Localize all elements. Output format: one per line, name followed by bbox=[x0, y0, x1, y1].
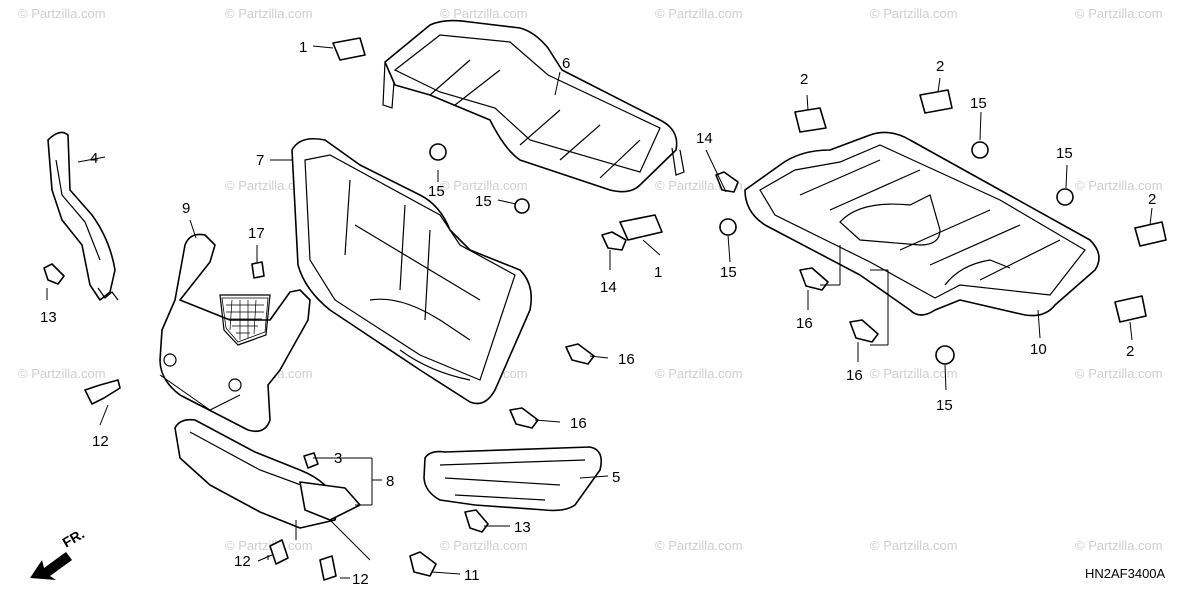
callout-label: 16 bbox=[846, 367, 863, 384]
bolt-icon bbox=[601, 231, 627, 251]
callout-label: 17 bbox=[248, 225, 265, 242]
watermark-text: © Partzilla.com bbox=[870, 538, 958, 553]
callout-label: 1 bbox=[299, 39, 307, 56]
rubber-pad-icon bbox=[1134, 221, 1167, 247]
bolt-icon bbox=[565, 343, 595, 365]
callout-label: 11 bbox=[464, 567, 480, 584]
bolt-icon bbox=[464, 509, 489, 533]
direction-label: FR. bbox=[60, 525, 88, 550]
flange-nut-icon bbox=[514, 198, 530, 214]
callout-label: 15 bbox=[428, 183, 445, 200]
flange-nut-icon bbox=[971, 141, 989, 159]
callout-label: 12 bbox=[234, 553, 251, 570]
watermark-text: © Partzilla.com bbox=[225, 6, 313, 21]
bolt-icon bbox=[251, 261, 265, 279]
callout-label: 15 bbox=[475, 193, 492, 210]
callout-label: 12 bbox=[92, 433, 109, 450]
flange-nut-icon bbox=[935, 345, 955, 365]
front-lower-cover bbox=[159, 233, 311, 433]
front-carrier-rack bbox=[382, 19, 685, 193]
callout-label: 10 bbox=[1030, 341, 1047, 358]
bolt-icon bbox=[799, 267, 829, 291]
callout-label: 3 bbox=[334, 450, 342, 467]
watermark-text: © Partzilla.com bbox=[1075, 538, 1163, 553]
callout-label: 15 bbox=[936, 397, 953, 414]
callout-numbers: 1 1 2 2 2 2 3 4 5 6 7 8 9 10 11 12 12 12… bbox=[40, 39, 1156, 588]
front-direction-arrow: FR. bbox=[30, 525, 87, 580]
watermark-text: © Partzilla.com bbox=[655, 366, 743, 381]
flange-nut-icon bbox=[429, 143, 447, 161]
rubber-pad-icon bbox=[919, 89, 953, 114]
rubber-pad-icon bbox=[1114, 295, 1147, 323]
bolt-icon bbox=[43, 263, 65, 285]
callout-label: 2 bbox=[1126, 343, 1134, 360]
arrow-icon bbox=[30, 552, 72, 580]
callout-label: 8 bbox=[386, 473, 394, 490]
callout-label: 15 bbox=[1056, 145, 1073, 162]
callout-label: 15 bbox=[720, 264, 737, 281]
bolt-icon bbox=[269, 539, 289, 565]
watermark-text: © Partzilla.com bbox=[440, 178, 528, 193]
side-guard-panel bbox=[47, 131, 119, 301]
front-bumper bbox=[291, 137, 533, 405]
watermark-text: © Partzilla.com bbox=[225, 538, 313, 553]
bolt-icon bbox=[715, 171, 739, 193]
callout-label: 12 bbox=[352, 571, 369, 588]
callout-label: 2 bbox=[1148, 191, 1156, 208]
hardware-group bbox=[43, 37, 1167, 581]
diagram-code: HN2AF3400A bbox=[1085, 566, 1166, 581]
watermark-text: © Partzilla.com bbox=[18, 366, 106, 381]
callout-label: 14 bbox=[600, 279, 617, 296]
side-cover bbox=[423, 446, 603, 512]
skid-plate bbox=[174, 418, 361, 529]
callout-label: 6 bbox=[562, 55, 570, 72]
flange-nut-icon bbox=[719, 218, 737, 236]
bolt-icon bbox=[319, 555, 337, 581]
watermark-text: © Partzilla.com bbox=[1075, 6, 1163, 21]
bolt-icon bbox=[409, 551, 437, 577]
watermark-text: © Partzilla.com bbox=[1075, 178, 1163, 193]
callout-label: 1 bbox=[654, 264, 662, 281]
callout-label: 15 bbox=[970, 95, 987, 112]
bolt-icon bbox=[509, 407, 539, 429]
callout-label: 13 bbox=[514, 519, 531, 536]
callout-label: 16 bbox=[796, 315, 813, 332]
watermark-text: © Partzilla.com bbox=[18, 6, 106, 21]
bolt-icon bbox=[849, 319, 879, 343]
watermark-text: © Partzilla.com bbox=[225, 178, 313, 193]
callout-label: 13 bbox=[40, 309, 57, 326]
watermark-text: © Partzilla.com bbox=[655, 538, 743, 553]
callout-label: 2 bbox=[800, 71, 808, 88]
clip-icon bbox=[303, 452, 319, 469]
rubber-pad-icon bbox=[794, 107, 827, 133]
rear-carrier-rack bbox=[744, 131, 1100, 317]
watermark-text: © Partzilla.com bbox=[440, 538, 528, 553]
bolt-icon bbox=[84, 379, 121, 405]
callout-label: 14 bbox=[696, 130, 713, 147]
watermark-text: © Partzilla.com bbox=[870, 6, 958, 21]
grille-mesh bbox=[221, 297, 269, 343]
watermark-text: © Partzilla.com bbox=[870, 366, 958, 381]
callout-label: 9 bbox=[182, 200, 190, 217]
callout-label: 5 bbox=[612, 469, 620, 486]
callout-label: 4 bbox=[90, 150, 98, 167]
flange-nut-icon bbox=[1056, 188, 1074, 206]
callout-label: 2 bbox=[936, 58, 944, 75]
callout-label: 16 bbox=[570, 415, 587, 432]
leader-lines bbox=[46, 45, 1153, 579]
watermark-text: © Partzilla.com bbox=[655, 6, 743, 21]
watermark-text: © Partzilla.com bbox=[1075, 366, 1163, 381]
callout-label: 7 bbox=[256, 152, 264, 169]
rubber-pad-icon bbox=[332, 37, 366, 61]
callout-label: 16 bbox=[618, 351, 635, 368]
watermark-text: © Partzilla.com bbox=[440, 6, 528, 21]
rubber-pad-icon bbox=[619, 214, 663, 241]
